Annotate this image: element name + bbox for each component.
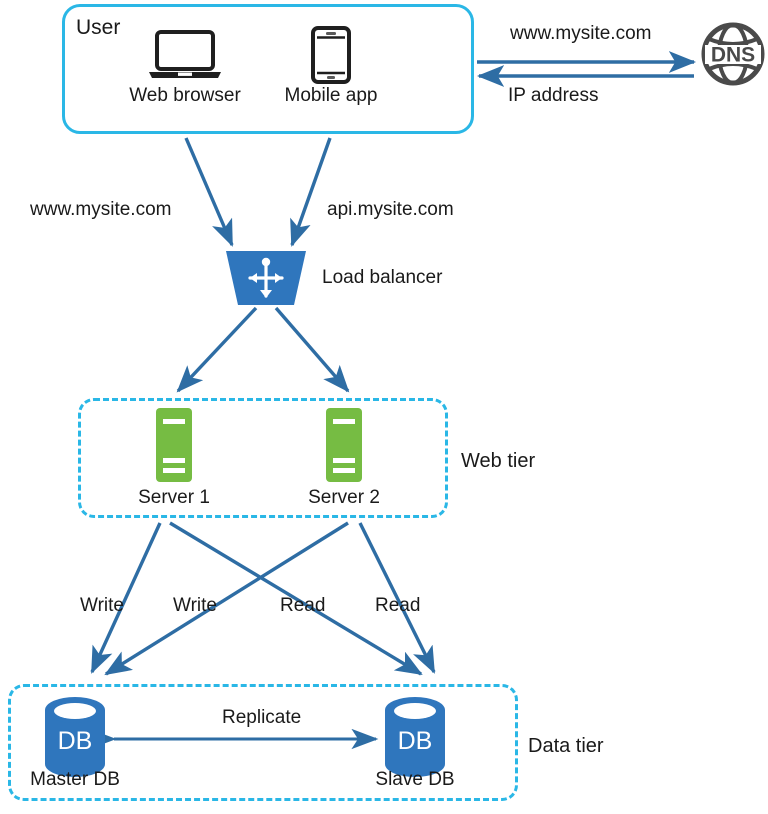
slave-db-label: Slave DB (375, 769, 455, 790)
arrow-loadbalancer-to-server1 (176, 306, 258, 393)
svg-text:DNS: DNS (711, 44, 755, 67)
arrow-loadbalancer-to-server2 (274, 306, 350, 393)
load-balancer-label: Load balancer (322, 267, 443, 288)
master-db-label: Master DB (30, 769, 120, 790)
mobile-phone-icon (310, 26, 352, 84)
web-tier-label: Web tier (461, 450, 536, 472)
web-tier-box (78, 398, 448, 518)
api-domain-label: api.mysite.com (327, 199, 454, 220)
svg-text:DB: DB (398, 727, 433, 755)
load-balancer-node (226, 251, 306, 305)
globe-icon: DNS (700, 21, 766, 87)
arrow-web-to-loadbalancer (184, 137, 234, 247)
www-domain-label: www.mysite.com (30, 199, 172, 220)
read-label-server2: Read (375, 595, 421, 616)
svg-text:DB: DB (58, 727, 93, 755)
data-tier-label: Data tier (528, 735, 604, 757)
data-tier-box (8, 684, 518, 801)
server-icon (326, 408, 362, 482)
database-cylinder-icon: DB (380, 697, 450, 777)
read-label-server1: Read (280, 595, 326, 616)
write-label-server2: Write (173, 595, 217, 616)
server-1-label: Server 1 (138, 487, 210, 508)
dns-request-label: www.mysite.com (510, 23, 652, 44)
write-label-server1: Write (80, 595, 124, 616)
dns-response-label: IP address (508, 85, 599, 106)
user-group-title: User (76, 16, 121, 39)
web-browser-label: Web browser (129, 85, 241, 106)
database-cylinder-icon: DB (40, 697, 110, 777)
server-2-label: Server 2 (308, 487, 380, 508)
arrow-mobile-to-loadbalancer (290, 137, 332, 247)
replicate-label: Replicate (222, 707, 302, 728)
laptop-icon (148, 30, 222, 80)
user-group-box (62, 4, 474, 134)
mobile-app-label: Mobile app (284, 85, 378, 106)
server-icon (156, 408, 192, 482)
